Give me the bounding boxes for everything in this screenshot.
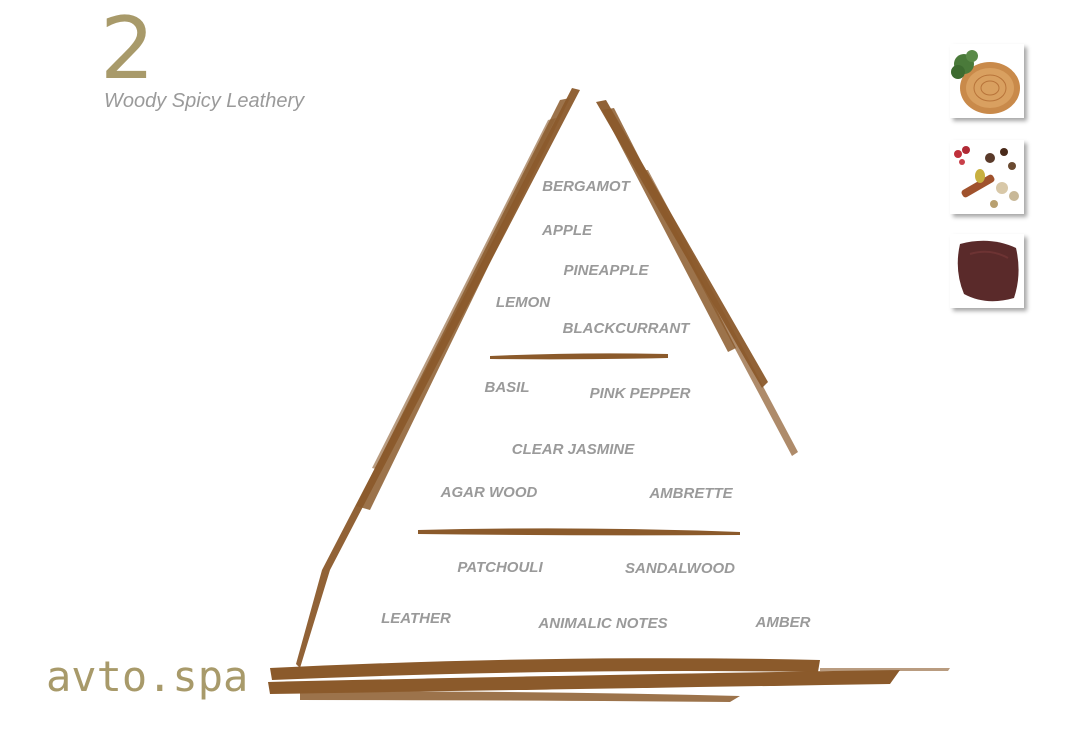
note-sandalwood: SANDALWOOD: [625, 560, 735, 577]
spices-icon: [950, 140, 1024, 214]
fragrance-family-title: Woody Spicy Leathery: [104, 90, 305, 112]
note-agar-wood: AGAR WOOD: [440, 484, 538, 501]
note-animalic-notes: ANIMALIC NOTES: [538, 615, 668, 632]
pyramid-divider-top: [490, 353, 668, 360]
note-pineapple: PINEAPPLE: [563, 262, 649, 279]
pyramid-left-stroke-3: [372, 118, 556, 470]
pyramid-base-stroke-2: [268, 670, 900, 694]
leather-hide-icon: [950, 234, 1024, 308]
note-clear-jasmine: CLEAR JASMINE: [511, 441, 635, 458]
note-ambrette: AMBRETTE: [649, 485, 733, 502]
pyramid-left-stroke: [296, 88, 580, 668]
note-pink-pepper: PINK PEPPER: [589, 385, 691, 402]
collection-number: 2: [100, 0, 155, 99]
brand-logo: avto.spa: [46, 652, 249, 701]
note-patchouli: PATCHOULI: [457, 559, 543, 576]
note-apple: APPLE: [541, 222, 593, 239]
note-blackcurrant: BLACKCURRANT: [562, 320, 690, 337]
pyramid-right-stroke-3: [640, 170, 798, 456]
note-lemon: LEMON: [495, 294, 551, 311]
note-leather: LEATHER: [381, 610, 451, 627]
pyramid-right-stroke-2: [602, 108, 736, 352]
note-bergamot: BERGAMOT: [542, 178, 630, 195]
note-amber: AMBER: [755, 614, 811, 631]
pyramid-base-stroke-4: [820, 668, 950, 671]
pyramid-divider-middle: [418, 528, 740, 536]
note-basil: BASIL: [484, 379, 530, 396]
wood-slice-pine-icon: [950, 44, 1024, 118]
pyramid-base-stroke-3: [300, 691, 740, 702]
pyramid-base-stroke: [270, 658, 820, 680]
